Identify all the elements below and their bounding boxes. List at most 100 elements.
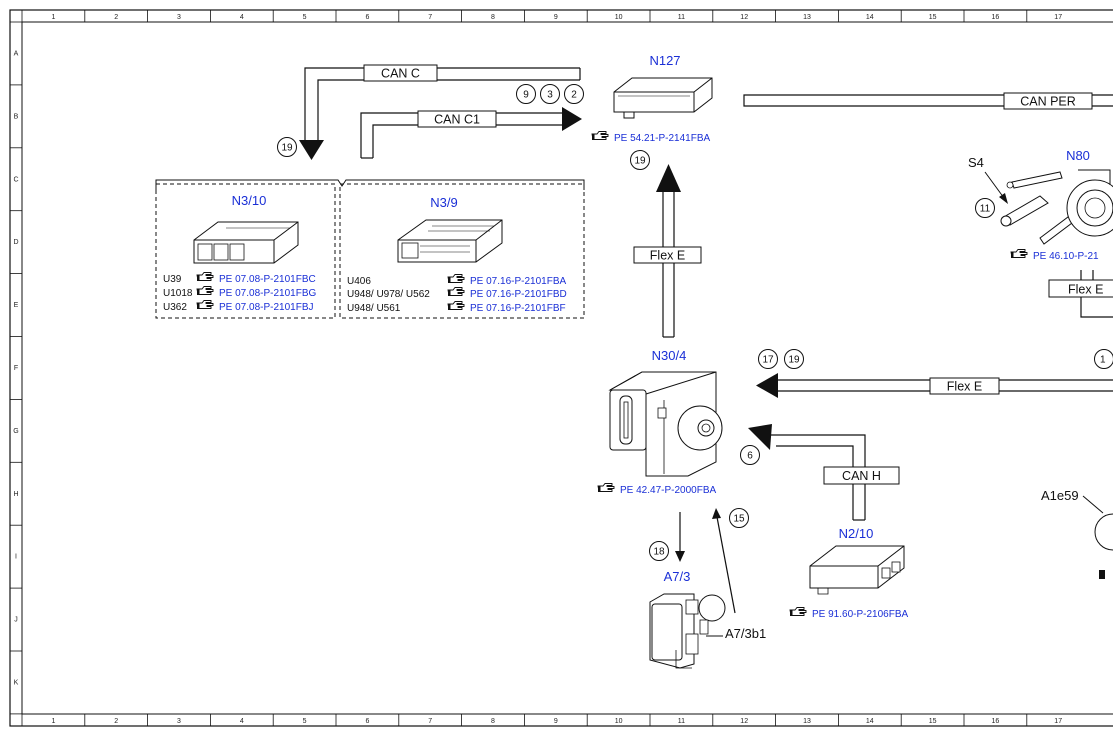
- flex-e-right-label: Flex E: [1068, 283, 1103, 297]
- can-c-bus: CAN C: [299, 64, 581, 160]
- grid-column-label: 15: [929, 14, 937, 21]
- callout-19-center: 19: [634, 156, 646, 167]
- callout-17: 17: [762, 355, 774, 366]
- pointing-hand-icon: [447, 274, 465, 284]
- can-c-label: CAN C: [381, 67, 420, 81]
- grid-column-label: 7: [428, 14, 432, 21]
- grid-row-label: J: [14, 617, 18, 624]
- callout-circle: [1094, 349, 1113, 369]
- ecu-unit-icon: [193, 221, 299, 264]
- callout-6: 6: [747, 451, 753, 462]
- n30-4-ref[interactable]: PE 42.47-P-2000FBA: [620, 485, 716, 496]
- pointing-hand-icon: [196, 272, 214, 282]
- grid-column-label: 3: [177, 718, 181, 725]
- grid-row-label: D: [13, 239, 18, 246]
- pointing-hand-icon: [1099, 570, 1105, 579]
- up-arrowhead: [712, 508, 721, 519]
- grid-column-label: 15: [929, 718, 937, 725]
- grid-column-label: 17: [1054, 14, 1062, 21]
- n2-10-ref[interactable]: PE 91.60-P-2106FBA: [812, 609, 908, 620]
- n2-10-label: N2/10: [839, 526, 874, 541]
- can-c-arrowhead: [299, 140, 324, 160]
- flex-e-horizontal-bus: Flex E: [756, 373, 1113, 398]
- n127-label: N127: [649, 53, 680, 68]
- outer-frame: [9, 9, 1113, 727]
- down-arrowhead: [675, 551, 685, 562]
- grid-column-label: 6: [365, 718, 369, 725]
- n127-unit-icon: [613, 77, 713, 119]
- callout-circles: 9 3 2 19 19 11 17 19 1 6 15 18: [277, 84, 1113, 561]
- grid-column-label: 1: [51, 718, 55, 725]
- n80-ref[interactable]: PE 46.10-P-21: [1033, 251, 1099, 262]
- callout-circle: [277, 137, 297, 157]
- n3-9-module[interactable]: N3/9 U406 PE 07.16-P-2101FBA U948/ U978/…: [347, 195, 567, 314]
- s4-arrowhead: [999, 193, 1008, 204]
- n3-10-ref-2[interactable]: PE 07.08-P-2101FBG: [219, 288, 316, 299]
- flex-e-right-label-box: [1048, 279, 1113, 298]
- flex-e-left-arrowhead: [756, 373, 778, 398]
- n30-4-module[interactable]: N30/4 PE 42.47-P-2000FBA: [597, 348, 723, 496]
- grid-row-label: K: [14, 679, 19, 686]
- n3-9-ref-1[interactable]: PE 07.16-P-2101FBA: [470, 276, 566, 287]
- n127-module[interactable]: N127 PE 54.21-P-2141FBA: [591, 53, 713, 144]
- callout-circle: [740, 445, 760, 465]
- n127-ref[interactable]: PE 54.21-P-2141FBA: [614, 133, 710, 144]
- can-h-label-box: [823, 466, 900, 485]
- callout-3: 3: [547, 90, 553, 101]
- a7-3-module[interactable]: A7/3 A7/3b1: [649, 569, 766, 669]
- pointing-hand-icon: [789, 607, 807, 617]
- n3-10-ref-1[interactable]: PE 07.08-P-2101FBC: [219, 274, 316, 285]
- can-c1-label-box: [417, 110, 497, 128]
- flex-e-up-arrowhead: [656, 164, 681, 192]
- grid-column-label: 10: [615, 718, 623, 725]
- can-h-label: CAN H: [842, 469, 881, 483]
- grid-column-label: 11: [678, 718, 685, 725]
- grid-column-label: 4: [240, 718, 244, 725]
- n3-10-module[interactable]: N3/10 U39 PE 07.08-P-2101FBC U1018 PE 07…: [163, 193, 316, 313]
- control-unit-icon: [809, 545, 905, 595]
- grid-column-label: 5: [303, 14, 307, 21]
- a1e59-label: A1e59: [1041, 488, 1079, 503]
- callout-18: 18: [653, 547, 665, 558]
- grid-row-label: A: [14, 50, 19, 57]
- n3-10-variant-1: U39: [163, 274, 182, 285]
- n3-10-ref-3[interactable]: PE 07.08-P-2101FBJ: [219, 302, 314, 313]
- s4-label: S4: [968, 155, 984, 170]
- pointing-hand-icon: [196, 286, 214, 296]
- can-c1-bus: CAN C1: [360, 107, 582, 159]
- steering-column-icon: [1000, 169, 1113, 245]
- can-per-label-box: [1003, 92, 1093, 110]
- can-h-arrowhead: [748, 424, 772, 450]
- n80-module[interactable]: N80 S4 PE 46.10-P-21: [968, 148, 1113, 262]
- a1e59-module[interactable]: A1e59: [1041, 488, 1113, 579]
- grid-column-label: 14: [866, 718, 874, 725]
- grid-column-label: 9: [554, 718, 558, 725]
- grid-row-label: B: [14, 113, 19, 120]
- grid-column-label: 1: [51, 14, 55, 21]
- n3-9-ref-2[interactable]: PE 07.16-P-2101FBD: [470, 289, 567, 300]
- grid-column-label: 17: [1054, 718, 1062, 725]
- grid-row-label: E: [14, 302, 19, 309]
- grid-column-label: 16: [992, 718, 1000, 725]
- grid-column-label: 2: [114, 718, 118, 725]
- flex-e-horizontal-label: Flex E: [947, 380, 982, 394]
- n3-10-label: N3/10: [232, 193, 267, 208]
- callout-circle: [630, 150, 650, 170]
- n3-9-label: N3/9: [430, 195, 457, 210]
- callout-15: 15: [733, 514, 745, 525]
- callout-11: 11: [980, 204, 991, 215]
- pointing-hand-icon: [1010, 249, 1028, 259]
- flex-e-vertical-label: Flex E: [650, 249, 685, 263]
- pointing-hand-icon: [447, 301, 465, 311]
- n3-10-variant-2: U1018: [163, 288, 193, 299]
- n3-9-ref-3[interactable]: PE 07.16-P-2101FBF: [470, 303, 566, 314]
- n2-10-module[interactable]: N2/10 PE 91.60-P-2106FBA: [789, 526, 908, 620]
- grid-column-label: 6: [365, 14, 369, 21]
- pointing-hand-icon: [196, 300, 214, 310]
- can-c-label-box: [363, 64, 438, 82]
- can-per-bus: CAN PER: [743, 92, 1113, 110]
- callout-19-left: 19: [281, 143, 293, 154]
- callout-circle: [784, 349, 804, 369]
